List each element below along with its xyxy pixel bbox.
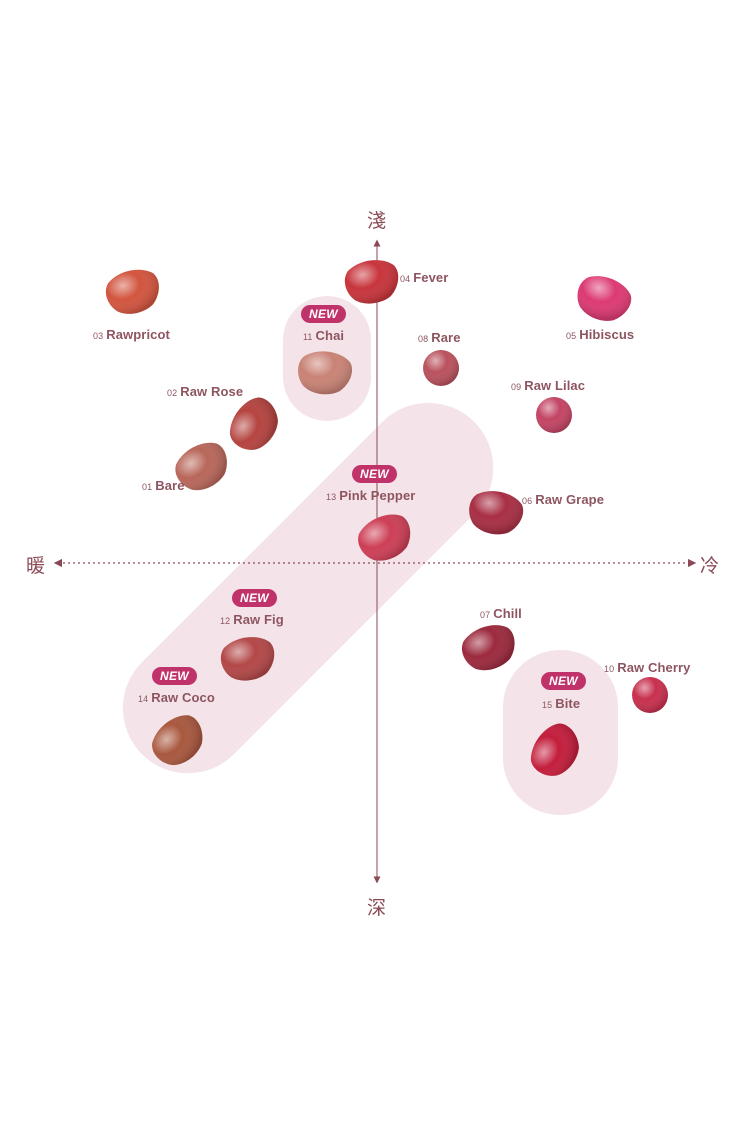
swatch-bare — [175, 442, 227, 491]
swatch-chill — [461, 625, 515, 671]
shade-name: Pink Pepper — [339, 488, 416, 503]
shade-name: Raw Coco — [151, 690, 215, 705]
shade-number: 14 — [138, 694, 149, 704]
group-warm-deep — [122, 402, 494, 774]
shade-number: 01 — [142, 482, 153, 492]
shade-number: 07 — [480, 610, 491, 620]
swatch-hibiscus — [577, 276, 632, 321]
swatch-raw-rose — [229, 397, 278, 450]
new-badge-raw-coco: NEW — [152, 667, 197, 685]
new-badge-chai: NEW — [301, 305, 346, 323]
swatch-raw-cherry — [632, 677, 668, 713]
shade-name: Fever — [413, 270, 449, 285]
swatch-pink-pepper — [358, 514, 411, 561]
shade-number: 13 — [326, 492, 337, 502]
swatch-raw-coco — [152, 715, 203, 766]
swatch-rawpricot — [105, 269, 159, 314]
shade-name: Chai — [315, 328, 345, 343]
new-badge-raw-fig: NEW — [232, 589, 277, 607]
shade-name: Raw Rose — [180, 384, 244, 399]
shade-number: 10 — [604, 664, 615, 674]
shade-name: Raw Fig — [233, 612, 284, 627]
shade-name: Raw Cherry — [617, 660, 691, 675]
swatch-raw-fig — [220, 637, 275, 681]
shade-number: 09 — [511, 382, 522, 392]
shade-number: 02 — [167, 388, 178, 398]
new-badge-pink-pepper: NEW — [352, 465, 397, 483]
axis-label-light: 淺 — [367, 210, 387, 232]
shade-number: 12 — [220, 616, 231, 626]
shade-name: Hibiscus — [579, 327, 635, 342]
swatch-fever — [344, 260, 399, 304]
shade-number: 15 — [542, 700, 553, 710]
shade-name: Bite — [555, 696, 581, 711]
shade-number: 03 — [93, 331, 104, 341]
shade-name: Rawpricot — [106, 327, 170, 342]
shade-name: Raw Grape — [535, 492, 605, 507]
swatch-chai — [298, 351, 353, 395]
shade-name: Raw Lilac — [524, 378, 586, 393]
new-badge-bite: NEW — [541, 672, 586, 690]
swatch-bite — [530, 723, 579, 776]
axis-label-cool: 冷 — [700, 555, 720, 577]
shade-name: Rare — [431, 330, 461, 345]
shade-number: 04 — [400, 274, 411, 284]
shade-number: 05 — [566, 331, 577, 341]
shade-name: Chill — [493, 606, 522, 621]
swatch-rare — [423, 350, 459, 386]
swatch-raw-lilac — [536, 397, 572, 433]
shade-number: 08 — [418, 334, 429, 344]
shade-number: 11 — [303, 332, 313, 342]
axis-label-warm: 暖 — [26, 555, 46, 577]
axis-label-deep: 深 — [367, 897, 387, 919]
shade-name: Bare — [155, 478, 185, 493]
shade-number: 06 — [522, 496, 533, 506]
swatch-raw-grape — [469, 491, 524, 535]
